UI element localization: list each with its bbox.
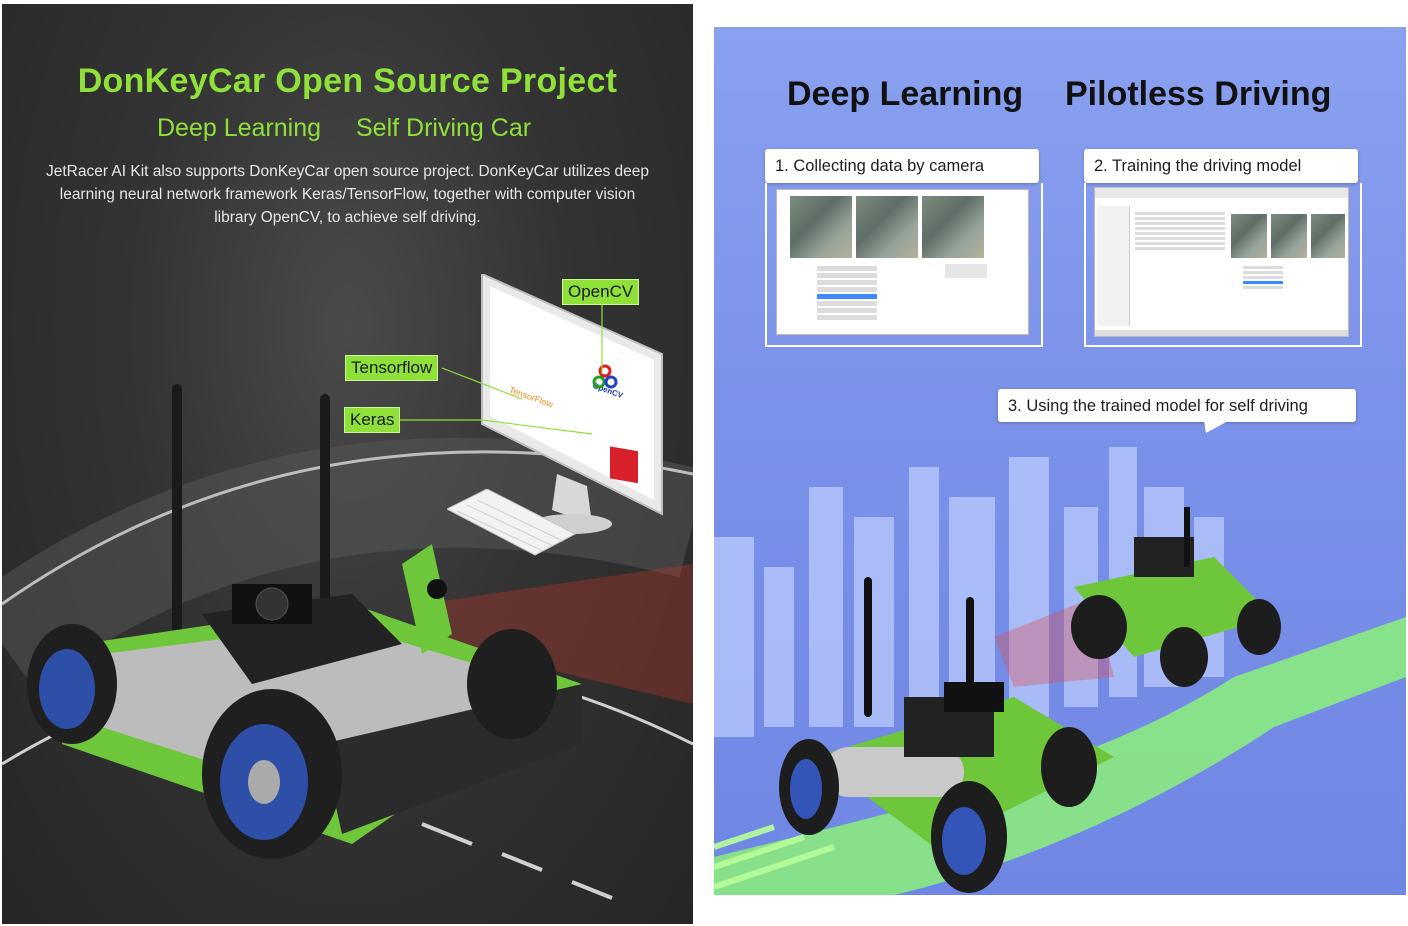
jetracer-car-illustration [27,384,582,859]
step-1-label: 1. Collecting data by camera [775,157,985,175]
speech-pointer [1204,421,1228,433]
label-opencv: OpenCV [562,279,640,305]
step-2-label: 2. Training the driving model [1094,157,1302,175]
form-rows [817,264,877,322]
pilotless-driving-panel: Deep Learning Pilotless Driving 1. Colle… [714,27,1406,895]
description-text: JetRacer AI Kit also supports DonKeyCar … [45,163,650,226]
label-tensorflow: Tensorflow [345,355,439,381]
capture-buttons [945,264,987,278]
status-bar [1095,330,1348,336]
jetracer-car-back [1071,507,1281,687]
window-titlebar [1095,188,1348,198]
page-title: DonKeyCar Open Source Project [77,62,618,100]
opencv-rings-icon [592,364,618,389]
subtitle-deep-learning: Deep Learning [157,114,322,142]
camera-frame-3 [922,196,984,258]
data-collection-screenshot [776,189,1029,335]
training-frame-1 [1231,214,1267,258]
donkeycar-panel: DonKeyCar Open Source Project Deep Learn… [2,4,693,924]
heading-pilotless-driving: Pilotless Driving [1065,75,1332,113]
step-1-box: 1. Collecting data by camera [765,149,1039,183]
step-2-box: 2. Training the driving model [1084,149,1358,183]
notebook-code [1135,210,1225,252]
step-3-label: 3. Using the trained model for self driv… [1008,397,1308,415]
heading-deep-learning: Deep Learning [787,75,1024,113]
keyboard-illustration [447,489,577,556]
training-form [1243,264,1283,291]
training-screenshot [1094,187,1349,337]
label-keras: Keras [344,407,401,433]
step-3-box: 3. Using the trained model for self driv… [998,389,1356,422]
training-frame-3 [1311,214,1345,258]
keras-logo-icon: K [597,426,612,448]
training-frame-2 [1271,214,1307,258]
city-driving-scene [714,447,1406,895]
jetracer-car-front [779,577,1114,893]
file-browser [1097,206,1130,326]
subtitle-self-driving-car: Self Driving Car [356,114,532,142]
camera-frame-2 [856,196,918,258]
step-2-frame [1084,183,1362,347]
camera-frame-1 [790,196,852,258]
label-leader-lines [400,304,603,435]
step-1-frame [765,183,1043,347]
